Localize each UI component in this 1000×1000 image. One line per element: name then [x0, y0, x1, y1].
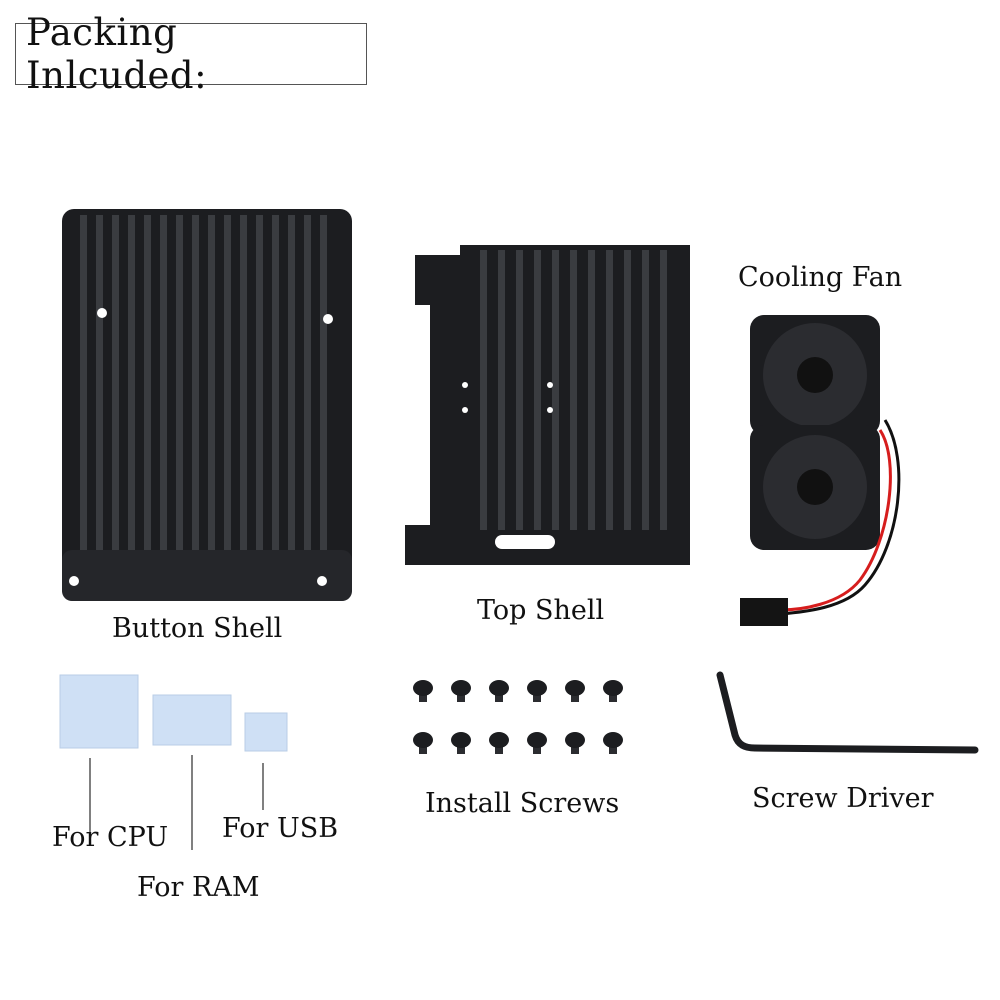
bottom-shell-image	[62, 209, 352, 601]
thermal-pads-image	[59, 674, 288, 850]
label-install-screws: Install Screws	[425, 788, 620, 819]
title-box: Packing Inlcuded:	[15, 11, 367, 97]
label-cooling-fan: Cooling Fan	[738, 262, 903, 293]
page-title: Packing Inlcuded:	[26, 11, 208, 97]
label-top-shell: Top Shell	[477, 595, 605, 626]
cooling-fan-image	[740, 315, 901, 626]
label-for-cpu: For CPU	[52, 822, 169, 853]
label-screw-driver: Screw Driver	[752, 783, 934, 814]
screw-driver-image	[716, 671, 979, 754]
label-for-usb: For USB	[222, 813, 339, 844]
top-shell-image	[405, 245, 690, 565]
label-for-ram: For RAM	[137, 872, 260, 903]
install-screws-image	[413, 680, 623, 754]
label-button-shell: Button Shell	[112, 613, 283, 644]
